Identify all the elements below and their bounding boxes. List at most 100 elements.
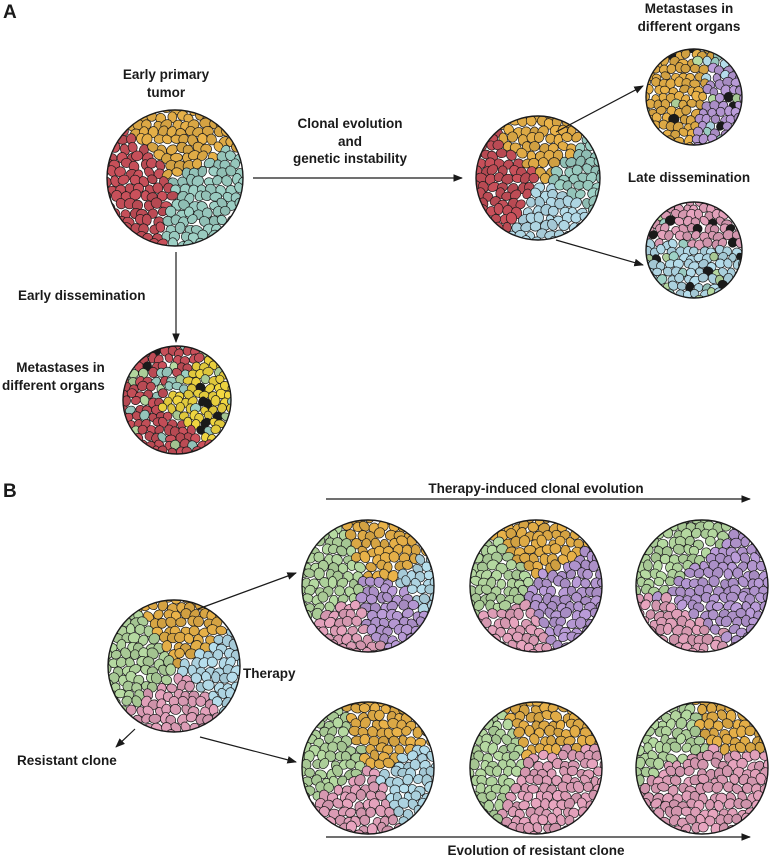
tumor-cell	[528, 173, 540, 184]
tumor-cell	[424, 584, 434, 595]
tumor-cell	[185, 712, 198, 723]
tumor-cell	[681, 105, 692, 116]
therapy-induced-label: Therapy-induced clonal evolution	[428, 481, 644, 496]
tumor-cell	[681, 49, 691, 59]
tumor-cell	[332, 798, 344, 809]
tumor-cell	[551, 775, 562, 786]
tumor-cell	[502, 718, 514, 731]
tumor-cell	[147, 174, 158, 185]
tumor-cell	[131, 396, 141, 405]
tumor-early-primary	[106, 109, 244, 247]
panel-a-letter: A	[3, 2, 17, 23]
tumor-cell	[165, 205, 177, 218]
tumor-cell	[547, 205, 559, 217]
tumor-cell	[724, 798, 736, 810]
tumor-cell	[146, 157, 158, 169]
tumor-cell	[137, 424, 148, 435]
tumor-cell	[555, 616, 567, 627]
tumor-cell	[705, 535, 716, 547]
tumor-cell	[492, 765, 503, 777]
tumor-cell	[747, 560, 758, 573]
tumor-cell	[707, 609, 719, 621]
tumor-cell	[550, 559, 561, 571]
tumor-cell	[115, 657, 127, 668]
tumor-cell	[549, 543, 562, 555]
tumor-cell	[410, 790, 422, 801]
tumor-cell	[526, 197, 536, 208]
tumor-outline	[635, 701, 769, 835]
tumor-cell	[651, 599, 661, 612]
tumor-cell	[162, 134, 173, 145]
tumor-cell	[537, 814, 549, 826]
tumor-cell	[486, 164, 499, 176]
tumor-cell	[545, 635, 557, 645]
tumor-cell	[107, 201, 116, 213]
tumor-cell	[359, 520, 370, 532]
tumor-cell	[164, 353, 174, 363]
tumor-cell	[636, 609, 645, 621]
tumor-cell	[723, 91, 734, 103]
tumor-cell	[735, 237, 742, 249]
tumor-cell	[697, 272, 709, 283]
tumor-cell	[689, 246, 699, 256]
tumor-cell	[421, 725, 434, 737]
tumor-cell	[698, 91, 708, 102]
tumor-cell	[174, 648, 185, 659]
tumor-cell	[575, 616, 587, 629]
tumor-cell	[162, 600, 174, 603]
tumor-outline	[635, 519, 769, 653]
tumor-cell	[518, 535, 530, 548]
tumor-cell	[510, 189, 522, 201]
tumor-therapy-top-1	[301, 519, 435, 653]
tumor-cell	[365, 520, 375, 524]
tumor-cell	[522, 188, 532, 199]
tumor-cell	[563, 736, 576, 746]
tumor-cell	[715, 106, 726, 117]
tumor-resistant-2	[469, 701, 603, 835]
tumor-cell	[313, 738, 324, 748]
tumor-cell	[211, 671, 221, 684]
arrow-to-therapy-bottom	[199, 736, 297, 764]
tumor-cell	[184, 680, 195, 692]
tumor-resistant-1	[301, 701, 435, 835]
tumor-cell	[530, 615, 541, 627]
tumor-cell	[210, 424, 221, 435]
tumor-cell	[538, 650, 551, 652]
tumor-cell	[193, 352, 205, 363]
tumor-cell	[653, 757, 665, 770]
tumor-cell	[513, 726, 525, 738]
tumor-cell	[354, 561, 366, 573]
tumor-cell	[692, 142, 703, 145]
tumor-cell	[413, 774, 424, 784]
tumor-cell	[505, 559, 517, 571]
tumor-cell	[131, 150, 144, 162]
tumor-cell	[575, 189, 586, 200]
tumor-outline	[469, 519, 603, 653]
therapy-label: Therapy	[243, 666, 296, 681]
tumor-cell	[490, 214, 502, 224]
tumor-cell	[487, 181, 500, 192]
tumor-cell	[523, 577, 534, 588]
tumor-cell	[689, 725, 701, 738]
tumor-outline	[469, 701, 603, 835]
tumor-cell	[719, 743, 730, 756]
early-primary-tumor-line2: tumor	[146, 84, 186, 100]
resistant-clone-label: Resistant clone	[17, 753, 117, 768]
tumor-cell	[155, 221, 166, 233]
tumor-outline	[301, 519, 435, 653]
early-primary-tumor-line1: Early primary	[122, 67, 210, 82]
tumor-clonal-evolved	[475, 115, 601, 241]
tumor-cell	[710, 114, 721, 124]
metastases-bottom-line2: different organs	[2, 377, 105, 393]
tumor-cell	[537, 568, 548, 580]
tumor-cell	[577, 806, 590, 818]
tumor-cell	[597, 168, 600, 178]
tumor-cell	[313, 551, 325, 563]
tumor-cell	[177, 696, 189, 707]
tumor-cell	[686, 267, 696, 278]
early-primary-tumor-label: Early primary tumor	[123, 66, 209, 101]
tumor-cell	[669, 741, 682, 753]
tumor-cell	[398, 599, 410, 611]
tumor-cell	[495, 148, 508, 159]
tumor-cell	[659, 85, 670, 95]
